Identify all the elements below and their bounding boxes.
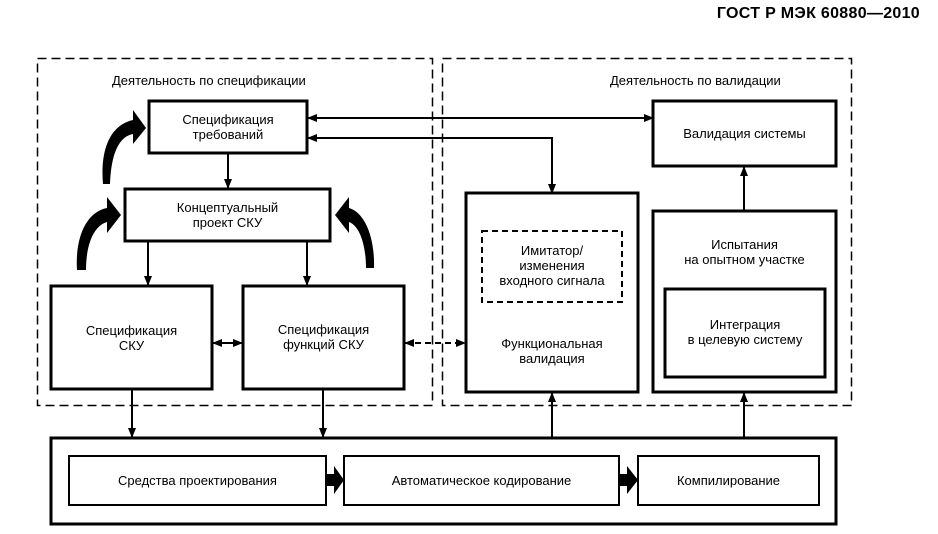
- curved-feedback-arrow: [76, 197, 121, 270]
- integration-label: Интеграция в целевую систему: [687, 317, 803, 347]
- toolchain-flow-arrow: [326, 466, 344, 494]
- toolchain-step-label: Автоматическое кодирование: [391, 473, 572, 488]
- icu-spec-box: [49, 284, 214, 391]
- toolchain-step-box: [68, 455, 327, 506]
- icu-function-spec-label: Спецификация функций СКУ: [277, 322, 370, 352]
- specification-region-label: Деятельность по спецификации: [112, 73, 306, 88]
- validation-region-frame: [441, 57, 853, 407]
- arrow-requirements-functional-validation: [307, 134, 556, 194]
- site-tests-label: Испытания на опытном участке: [684, 237, 805, 267]
- toolchain-flow-arrow: [619, 466, 638, 494]
- icu-spec-label: Спецификация СКУ: [85, 323, 178, 353]
- toolchain-step-label: Средства проектирования: [118, 473, 277, 488]
- curved-feedback-arrow: [335, 197, 375, 268]
- functional-validation-label: Функциональная валидация: [501, 336, 603, 366]
- simulator-box: [481, 230, 623, 303]
- requirements-spec-label: Спецификация требований: [182, 112, 274, 142]
- toolchain-step-label: Компилирование: [676, 473, 780, 488]
- system-validation-label: Валидация системы: [683, 126, 806, 141]
- specification-region-frame: [36, 57, 434, 407]
- conceptual-design-label: Концептуальный проект СКУ: [176, 200, 279, 230]
- curved-feedback-arrow: [102, 110, 146, 184]
- simulator-label: Имитатор/ изменения входного сигнала: [499, 243, 605, 288]
- requirements-spec-box: [147, 99, 309, 155]
- conceptual-design-box: [123, 187, 332, 243]
- icu-function-spec-box: [241, 284, 406, 391]
- functional-validation-box: [464, 191, 640, 394]
- document-standard-id: ГОСТ Р МЭК 60880—2010: [716, 5, 920, 22]
- validation-region-label: Деятельность по валидации: [610, 73, 781, 88]
- toolchain-step-box: [637, 455, 820, 506]
- integration-box: [663, 287, 827, 379]
